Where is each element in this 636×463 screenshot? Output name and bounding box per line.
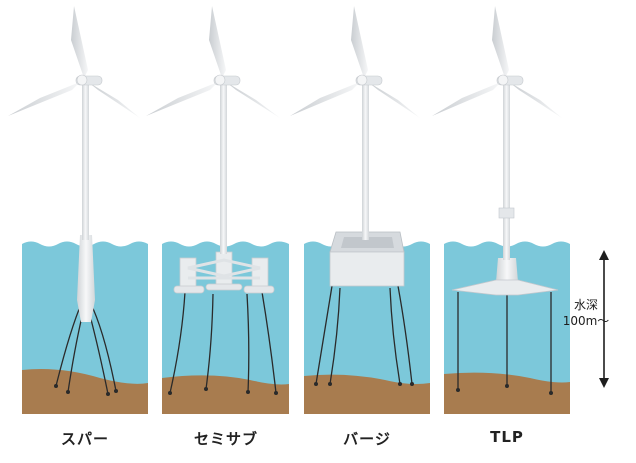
label-semisub: セミサブ <box>193 430 258 448</box>
label-tlp: TLP <box>490 428 524 446</box>
seabed-semisub <box>162 375 289 414</box>
semisub-platform <box>173 251 275 294</box>
tower-spar <box>82 84 89 240</box>
seabed-spar <box>22 369 148 414</box>
panel-spar <box>8 6 148 414</box>
seabed-tlp <box>444 372 570 414</box>
rotor-spar <box>8 6 140 118</box>
tower-semisub <box>220 84 227 254</box>
panel-semisub <box>146 6 289 414</box>
tower-tlp <box>503 84 510 260</box>
panel-tlp <box>432 6 570 414</box>
tendons-tlp <box>457 292 552 393</box>
depth-label-title: 水深 <box>573 298 598 312</box>
label-barge: バージ <box>343 430 391 448</box>
panel-barge <box>290 6 430 414</box>
spar-buoy <box>77 235 95 322</box>
depth-label: 水深 100m〜 <box>556 297 616 329</box>
mooring-lines-barge <box>315 285 413 385</box>
tlp-platform <box>451 258 559 296</box>
depth-arrow-icon <box>599 250 609 388</box>
label-spar: スパー <box>60 430 109 448</box>
rotor-tlp <box>432 6 562 118</box>
rotor-semisub <box>146 6 280 118</box>
depth-label-value: 100m〜 <box>562 314 610 328</box>
barge-platform <box>329 231 405 287</box>
tower-barge <box>362 84 369 240</box>
rotor-barge <box>290 6 420 118</box>
mooring-lines-semisub <box>169 291 277 394</box>
